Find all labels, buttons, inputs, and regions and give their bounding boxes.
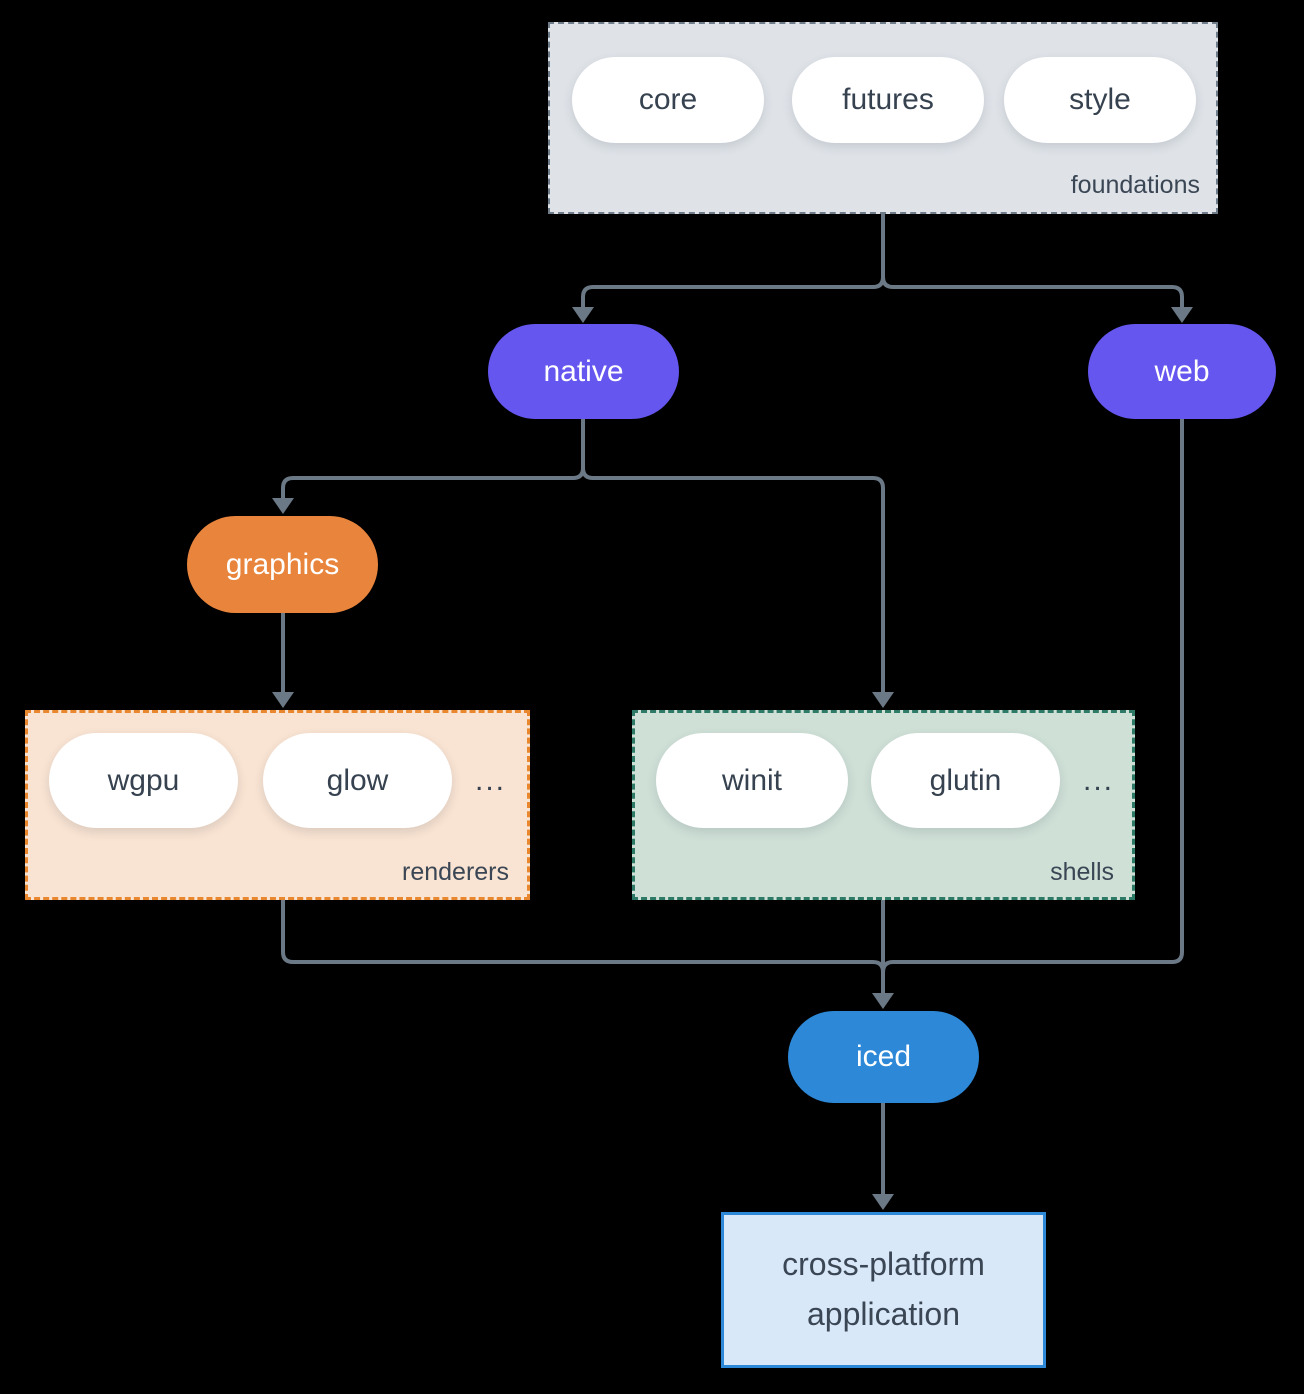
renderers-group: wgpu glow ... renderers [25, 710, 530, 900]
arrowhead-native [572, 307, 594, 323]
node-iced: iced [788, 1011, 979, 1103]
node-glutin: glutin [871, 733, 1060, 828]
node-native: native [488, 324, 679, 419]
renderers-label: renderers [402, 858, 509, 886]
arrowhead-shells [872, 692, 894, 708]
edge-native-graphics [281, 417, 585, 503]
shells-ellipsis: ... [1083, 764, 1115, 797]
edge-renderers-iced [281, 898, 885, 974]
node-application: cross-platform application [721, 1212, 1046, 1368]
arrowheads [272, 307, 1193, 1210]
edge-native-shells [581, 417, 885, 697]
node-glow: glow [263, 733, 452, 828]
node-core: core [572, 57, 764, 143]
edge-foundations-native [581, 213, 885, 312]
arrowhead-web [1171, 307, 1193, 323]
arrowhead-renderers [272, 692, 294, 708]
renderers-ellipsis: ... [475, 764, 507, 797]
node-graphics: graphics [187, 516, 378, 613]
node-wgpu: wgpu [49, 733, 238, 828]
arrowhead-iced [872, 993, 894, 1009]
edge-foundations-web [881, 213, 1184, 312]
node-web: web [1088, 324, 1276, 419]
node-winit: winit [656, 733, 848, 828]
arrowhead-application [872, 1194, 894, 1210]
connector-lines [281, 213, 1184, 1199]
foundations-group: core futures style foundations [548, 22, 1218, 214]
foundations-label: foundations [1070, 171, 1200, 199]
arrowhead-graphics [272, 498, 294, 514]
node-futures: futures [792, 57, 984, 143]
shells-group: winit glutin ... shells [632, 710, 1135, 900]
shells-label: shells [1050, 858, 1114, 886]
node-style: style [1004, 57, 1196, 143]
